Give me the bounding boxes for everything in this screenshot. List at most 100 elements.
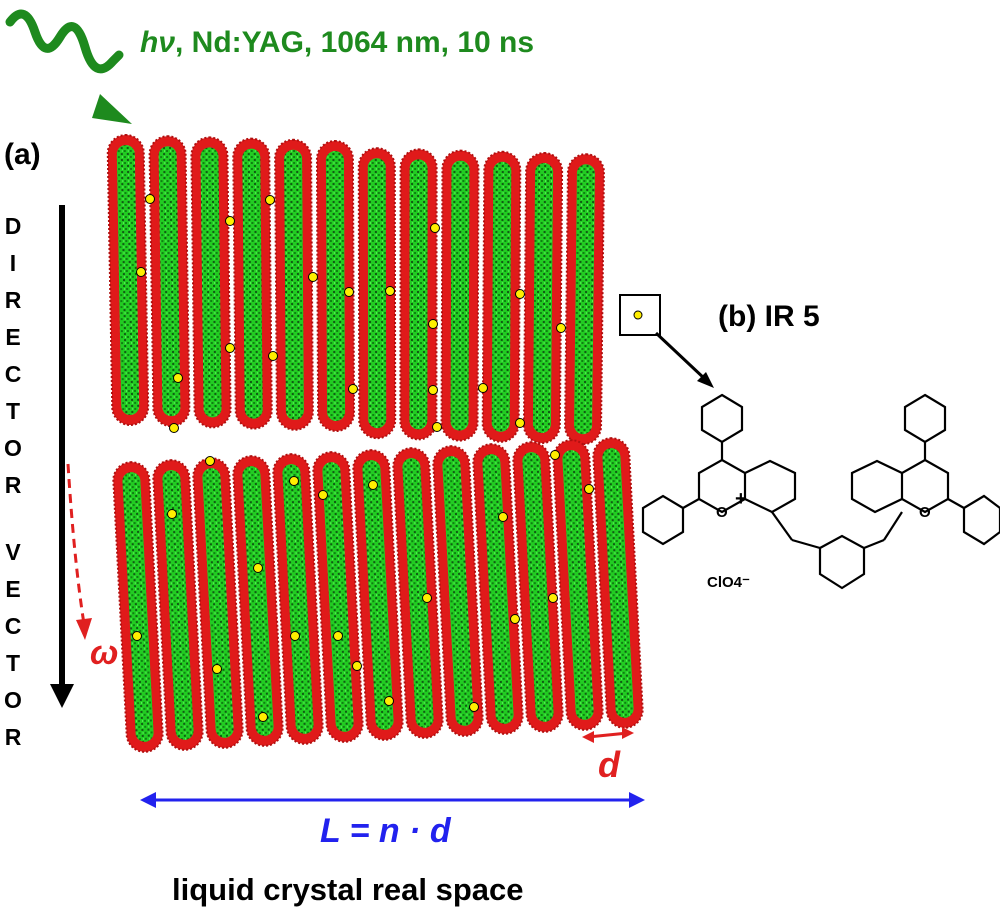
director-letter: C <box>4 613 22 639</box>
omega-tilt-arrow <box>66 463 86 625</box>
dye-molecule <box>344 287 354 297</box>
dye-molecule <box>469 702 479 712</box>
hv-symbol: hν <box>140 26 176 59</box>
dye-molecule <box>430 223 440 233</box>
dye-molecule <box>290 631 300 641</box>
dye-molecule <box>428 319 438 329</box>
laser-label: hν, Nd:YAG, 1064 nm, 10 ns <box>140 26 534 60</box>
length-label: L = n · d <box>320 812 451 850</box>
dye-molecule <box>225 343 235 353</box>
dye-molecule <box>385 286 395 296</box>
lc-rod <box>564 153 605 446</box>
dye-molecule <box>173 373 183 383</box>
director-letter <box>2 504 24 534</box>
director-letter: E <box>5 576 21 602</box>
dye-molecule <box>253 563 263 573</box>
lc-rod <box>472 443 524 735</box>
dye-inset-box <box>619 294 714 388</box>
charge-label: + <box>735 488 747 510</box>
lc-rod <box>274 138 314 431</box>
omega-label: ω <box>90 634 119 672</box>
dye-molecule <box>515 418 525 428</box>
dye-molecule <box>352 661 362 671</box>
dye-molecule <box>169 423 179 433</box>
dye-molecule <box>498 512 508 522</box>
lc-rod <box>152 459 204 751</box>
director-letter: O <box>4 435 22 461</box>
dye-molecule <box>212 664 222 674</box>
lower-layer <box>112 437 644 753</box>
d-label: d <box>598 744 620 785</box>
dye-molecule <box>584 484 594 494</box>
lc-rod <box>512 441 564 733</box>
dye-molecules <box>132 194 594 722</box>
laser-spec: , Nd:YAG, 1064 nm, 10 ns <box>175 26 535 59</box>
dye-molecule <box>308 272 318 282</box>
lc-rod <box>232 137 273 430</box>
dye-molecule <box>348 384 358 394</box>
d-spacing-arrow <box>582 727 634 743</box>
lc-rod <box>440 149 480 442</box>
dye-molecule <box>368 480 378 490</box>
lc-rod <box>352 449 404 741</box>
director-letter: V <box>5 539 21 565</box>
dye-molecule <box>205 456 215 466</box>
director-letter: C <box>4 361 22 387</box>
dye-molecule <box>550 450 560 460</box>
laser-wave-arrow <box>5 9 132 124</box>
dye-molecule <box>225 216 235 226</box>
dye-molecule <box>289 476 299 486</box>
director-letter: T <box>5 650 21 676</box>
length-arrow <box>140 792 645 808</box>
director-letter: R <box>4 287 22 313</box>
dye-molecule <box>510 614 520 624</box>
dye-molecule <box>432 422 442 432</box>
director-letter: D <box>4 213 22 239</box>
dye-molecule <box>556 323 566 333</box>
oxygen-left-label: O <box>716 504 728 521</box>
upper-layer <box>106 134 605 446</box>
oxygen-right-label: O <box>919 504 931 521</box>
dye-molecule <box>268 351 278 361</box>
dye-molecule <box>422 593 432 603</box>
panel-a-label: (a) <box>4 138 41 171</box>
dye-molecule <box>515 289 525 299</box>
dye-molecule <box>258 712 268 722</box>
lc-rod <box>190 136 232 429</box>
counterion-label: ClO4⁻ <box>707 574 750 591</box>
dye-molecule <box>132 631 142 641</box>
panel-b-label: (b) IR 5 <box>718 300 820 333</box>
lc-rod <box>432 445 484 737</box>
lc-rod <box>392 447 444 739</box>
lc-rod <box>399 148 438 441</box>
dye-molecule <box>333 631 343 641</box>
director-letter: E <box>5 324 21 350</box>
lc-rod <box>272 453 324 745</box>
dye-molecule <box>145 194 155 204</box>
lc-rod <box>232 455 284 747</box>
ir5-structure <box>641 393 1000 590</box>
dye-molecule <box>318 490 328 500</box>
lc-rod <box>481 150 522 443</box>
dye-molecule <box>478 383 488 393</box>
lc-rod <box>315 140 356 432</box>
lc-rod <box>592 437 644 729</box>
dye-molecule <box>428 385 438 395</box>
lc-rod <box>552 439 604 731</box>
lc-rod <box>357 147 397 440</box>
director-letter: R <box>4 472 22 498</box>
lc-rod <box>106 134 150 426</box>
dye-molecule <box>548 593 558 603</box>
director-letter: R <box>4 724 22 750</box>
footer-caption: liquid crystal real space <box>172 872 524 907</box>
lc-rod <box>148 135 191 428</box>
dye-molecule <box>384 696 394 706</box>
lc-rod <box>522 152 564 444</box>
dye-molecule <box>167 509 177 519</box>
director-letter: T <box>5 398 21 424</box>
lc-rod <box>312 451 364 743</box>
dye-molecule <box>265 195 275 205</box>
dye-molecule <box>136 267 146 277</box>
